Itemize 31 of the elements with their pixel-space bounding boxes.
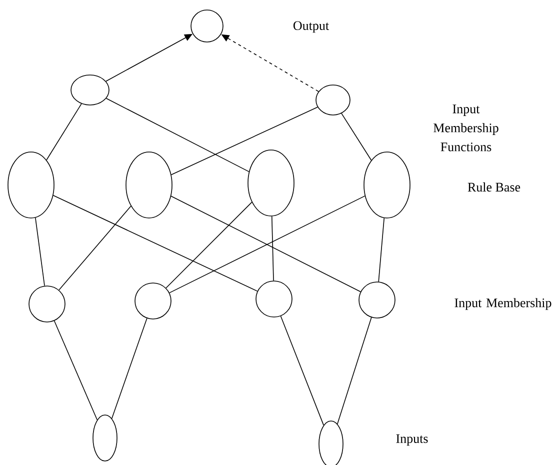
- ellipse-node: [70, 74, 110, 106]
- circle-node: [358, 282, 396, 318]
- layer-label: Inputs: [396, 434, 428, 446]
- ellipse-node: [248, 150, 294, 216]
- ellipse-node: [316, 84, 350, 116]
- layer-label: Output: [293, 21, 329, 33]
- connector-line: [106, 98, 250, 172]
- connector-line: [341, 113, 372, 161]
- connector-line: [54, 320, 98, 420]
- connector-line: [111, 318, 148, 419]
- circle-node: [256, 280, 292, 318]
- connector-line: [271, 216, 274, 281]
- ellipse-node: [8, 152, 54, 218]
- ellipse-node: [364, 152, 410, 218]
- layer-label: Input Membership: [454, 298, 552, 310]
- circle-node: [190, 10, 224, 42]
- connector-line: [46, 103, 82, 160]
- connector-line: [280, 316, 324, 426]
- connector-line: [166, 202, 252, 288]
- ellipse-node: [126, 152, 172, 218]
- layer-label: Rule Base: [468, 182, 520, 192]
- connector-line: [52, 195, 258, 292]
- connector-line: [58, 206, 132, 290]
- connector-line: [35, 217, 45, 286]
- ellipse-node: [92, 414, 118, 462]
- connector-line: [337, 317, 372, 424]
- connector-line: [378, 218, 385, 282]
- circle-node: [134, 282, 172, 320]
- layer-label: Input Membership Functions: [434, 104, 498, 152]
- connector-line: [170, 106, 318, 176]
- circle-node: [28, 286, 66, 322]
